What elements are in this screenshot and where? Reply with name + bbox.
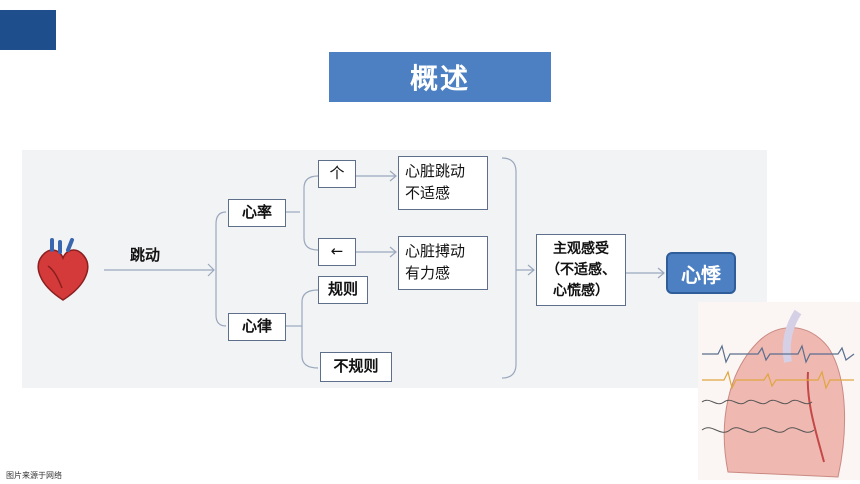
subjective-line3: 心慌感）	[553, 283, 609, 299]
heart-rhythm-box: 心律	[228, 313, 286, 341]
discomfort-line1: 心脏跳动	[405, 162, 466, 180]
heart-ecg-illustration	[698, 302, 860, 480]
forceful-line2: 有力感	[405, 264, 451, 282]
subjective-box: 主观感受 （不适感、 心慌感）	[536, 234, 626, 306]
page-title: 概述	[329, 52, 551, 102]
heart-icon	[37, 238, 89, 301]
increase-box: 个	[318, 160, 356, 188]
image-credit: 图片来源于网络	[6, 471, 62, 480]
forceful-line1: 心脏搏动	[405, 242, 466, 260]
irregular-box: 不规则	[320, 352, 392, 382]
decrease-box: ←	[318, 238, 356, 266]
subjective-line2: （不适感、	[546, 262, 616, 278]
subjective-line1: 主观感受	[553, 241, 609, 257]
corner-block	[0, 10, 56, 50]
forceful-box: 心脏搏动 有力感	[398, 236, 488, 290]
tiaodong-label: 跳动	[130, 246, 161, 264]
regular-box: 规则	[318, 276, 368, 304]
diagram-panel	[22, 150, 767, 388]
heart-rate-box: 心率	[228, 199, 286, 227]
discomfort-box: 心脏跳动 不适感	[398, 156, 488, 210]
discomfort-line2: 不适感	[405, 184, 451, 202]
palpitation-box: 心悸	[666, 252, 736, 294]
